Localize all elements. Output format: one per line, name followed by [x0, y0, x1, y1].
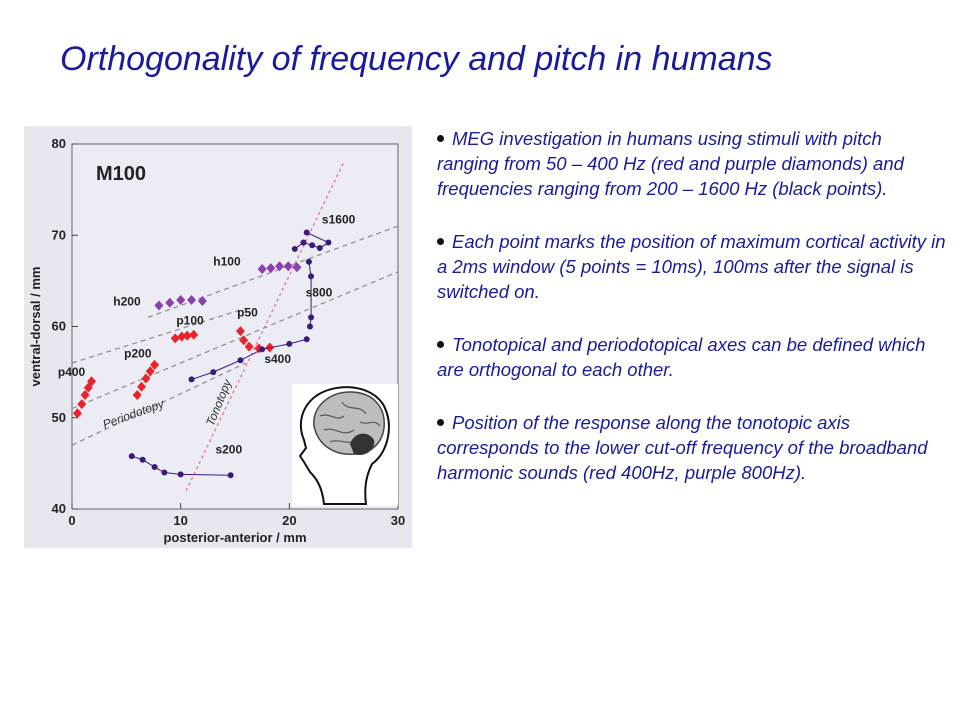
- data-point-h100: [283, 261, 293, 272]
- data-point-s200: [227, 472, 234, 479]
- data-point-s1600: [316, 245, 323, 252]
- y-tick-label: 50: [52, 410, 66, 425]
- bullet-item: Each point marks the position of maximum…: [437, 229, 947, 304]
- series-label-s400: s400: [264, 352, 291, 366]
- series-line-s800: [308, 261, 312, 327]
- data-point-p100: [177, 331, 187, 342]
- series-label-h200: h200: [113, 295, 141, 309]
- data-point-s400: [259, 346, 266, 353]
- data-point-s800: [305, 258, 312, 265]
- data-point-h200: [197, 295, 207, 306]
- data-point-h100: [275, 261, 285, 272]
- data-point-h200: [187, 295, 197, 306]
- data-point-s1600: [309, 242, 316, 249]
- data-point-s800: [306, 323, 313, 330]
- chart-title: M100: [96, 163, 146, 185]
- series-label-p200: p200: [124, 347, 152, 361]
- x-tick-label: 10: [173, 513, 187, 528]
- y-tick-label: 80: [52, 136, 66, 151]
- data-point-s800: [308, 273, 315, 280]
- bullet-dot-icon: [437, 418, 444, 426]
- data-point-p50: [239, 335, 249, 346]
- data-point-h200: [176, 295, 186, 306]
- y-axis-label: ventral-dorsal / mm: [28, 267, 43, 387]
- data-point-p50: [254, 343, 264, 354]
- data-point-h100: [257, 264, 267, 275]
- data-point-p400: [83, 382, 93, 393]
- slide-title: Orthogonality of frequency and pitch in …: [60, 40, 773, 78]
- data-point-s200: [139, 456, 146, 463]
- data-point-p400: [77, 399, 87, 410]
- data-point-h200: [154, 300, 164, 311]
- y-tick-label: 40: [52, 501, 66, 516]
- data-point-s1600: [303, 229, 310, 236]
- data-point-p200: [141, 373, 151, 384]
- y-tick-label: 70: [52, 227, 66, 242]
- data-point-s400: [286, 340, 293, 347]
- brain-head-illustration: [292, 384, 398, 506]
- data-point-p100: [170, 333, 180, 344]
- data-point-h200: [165, 297, 175, 308]
- data-point-p400: [87, 376, 97, 387]
- data-point-s200: [128, 453, 135, 460]
- series-label-s800: s800: [306, 285, 333, 299]
- brain-folds: [319, 401, 381, 443]
- series-label-p50: p50: [237, 305, 258, 319]
- bullet-item: Tonotopical and periodotopical axes can …: [437, 332, 947, 382]
- chart-figure: 0 10 20 30 40 50 60 70 80 posterior-anterior / mm…: [24, 126, 412, 548]
- bullet-text: Tonotopical and periodotopical axes can …: [437, 334, 926, 380]
- data-point-p400: [80, 389, 90, 400]
- bullet-text: Each point marks the position of maximum…: [437, 231, 946, 302]
- data-point-p100: [189, 329, 199, 340]
- data-point-s800: [308, 314, 315, 321]
- data-point-p100: [182, 330, 192, 341]
- bullet-item: MEG investigation in humans using stimul…: [437, 126, 947, 201]
- data-point-s1600: [325, 239, 332, 246]
- bullet-dot-icon: [437, 134, 444, 142]
- data-point-s200: [161, 469, 168, 476]
- bullet-text: Position of the response along the tonot…: [437, 412, 928, 483]
- series-label-h100: h100: [213, 254, 241, 268]
- x-axis-label: posterior-anterior / mm: [163, 530, 306, 545]
- x-tick-label: 20: [282, 513, 296, 528]
- bullet-text: MEG investigation in humans using stimul…: [437, 128, 904, 199]
- x-tick-label: 0: [68, 513, 75, 528]
- guide-line: [71, 307, 247, 364]
- data-point-h100: [292, 262, 302, 273]
- brain-cerebellum: [350, 433, 375, 456]
- bullet-dot-icon: [437, 237, 444, 245]
- bullet-dot-icon: [437, 340, 444, 348]
- series-label-s1600: s1600: [322, 212, 356, 226]
- data-point-p400: [72, 408, 82, 419]
- scatter-chart: 0 10 20 30 40 50 60 70 80 posterior-anterior / mm…: [28, 136, 405, 545]
- data-point-s200: [177, 471, 184, 478]
- series-label-p400: p400: [58, 365, 86, 379]
- x-tick-label: 30: [391, 513, 405, 528]
- bullet-list: MEG investigation in humans using stimul…: [437, 126, 947, 513]
- data-point-s400: [237, 357, 244, 364]
- data-point-p200: [137, 381, 147, 392]
- bullet-item: Position of the response along the tonot…: [437, 410, 947, 485]
- data-point-p50: [235, 326, 245, 337]
- data-point-s1600: [300, 239, 307, 246]
- data-point-p200: [150, 359, 160, 370]
- data-point-p200: [145, 366, 155, 377]
- data-point-p200: [132, 389, 142, 400]
- data-point-h100: [266, 263, 276, 274]
- data-point-s400: [210, 369, 217, 376]
- data-point-p50: [244, 341, 254, 352]
- series-label-p100: p100: [176, 314, 204, 328]
- guide-line: [71, 271, 399, 410]
- tonotopy-axis-line: [185, 161, 345, 492]
- y-tick-label: 60: [52, 319, 66, 334]
- data-point-s1600: [291, 245, 298, 252]
- data-point-s400: [188, 376, 195, 383]
- series-label-s200: s200: [215, 442, 242, 456]
- data-point-s400: [303, 336, 310, 343]
- data-point-s200: [151, 464, 158, 471]
